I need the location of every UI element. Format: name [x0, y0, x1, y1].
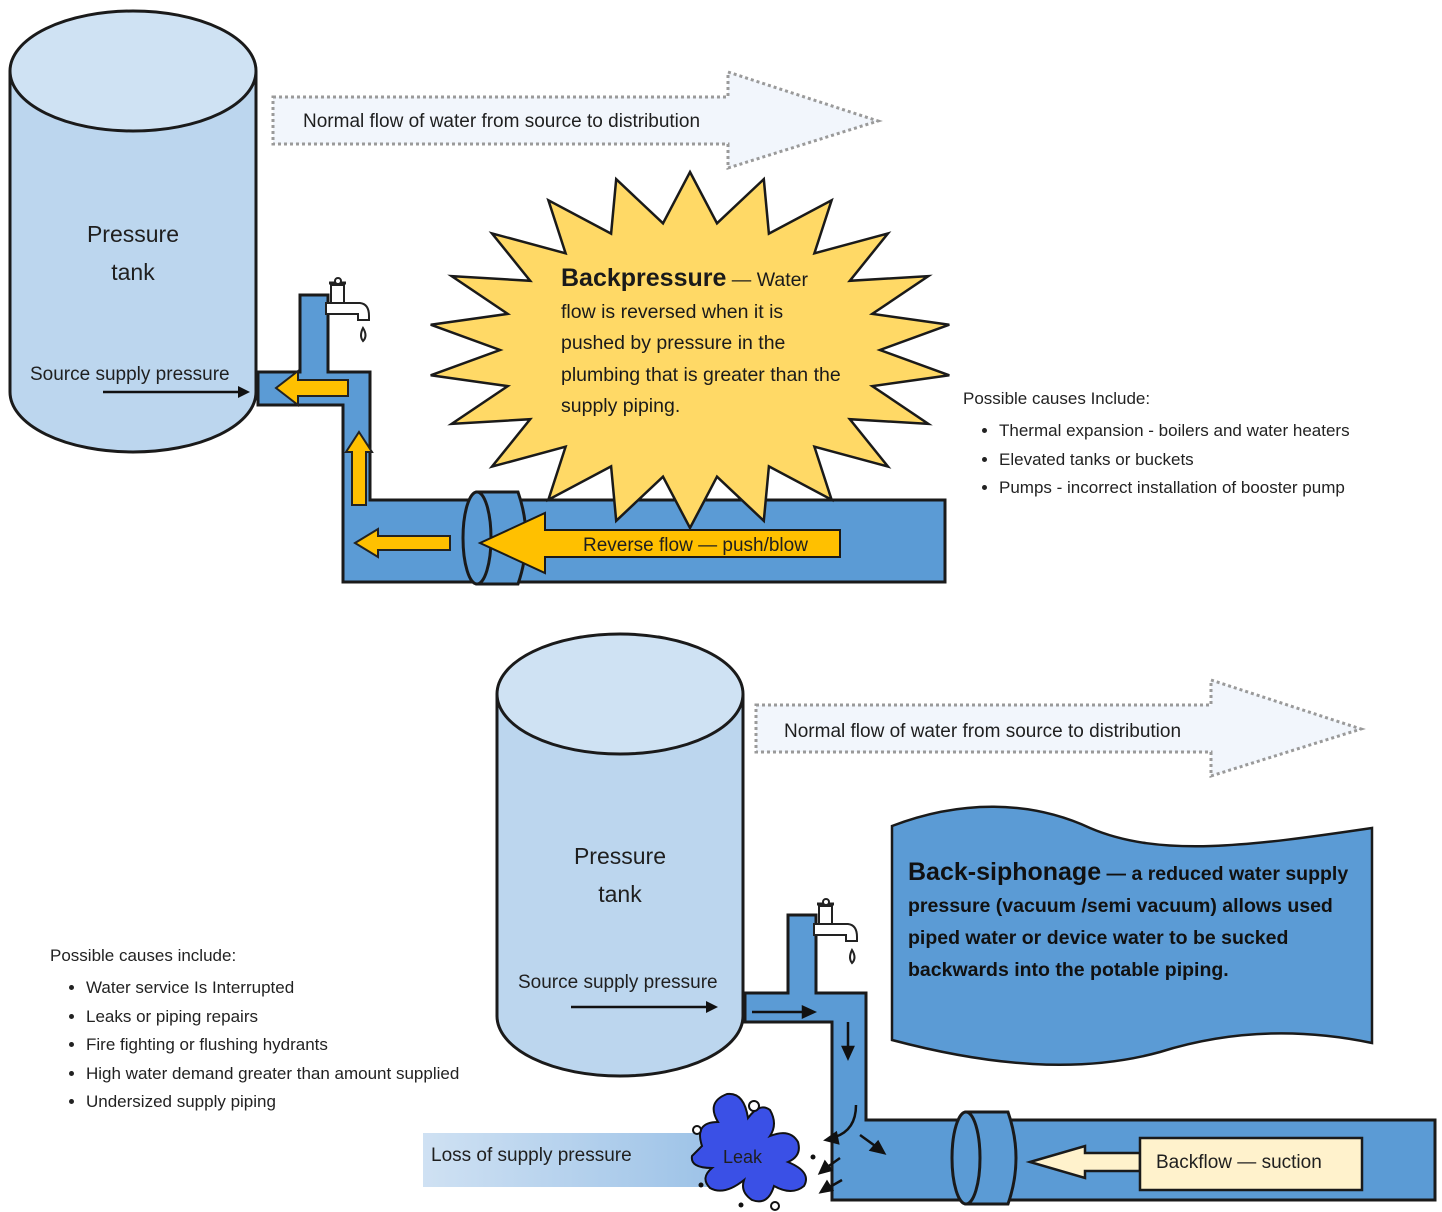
- leak-label: Leak: [723, 1147, 763, 1167]
- source-pressure-arrow-bottom: [571, 1001, 718, 1013]
- loss-pressure-label: Loss of supply pressure: [431, 1145, 632, 1166]
- tank-label-top-1: Pressure: [87, 221, 179, 247]
- backpressure-body: — Water flow is reversed when it is push…: [561, 269, 841, 417]
- backpressure-term: Backpressure: [561, 264, 727, 292]
- cause-item: High water demand greater than amount su…: [86, 1060, 459, 1089]
- reverse-flow-label: Reverse flow — push/blow: [583, 535, 808, 556]
- pressure-tank-top: [8, 9, 258, 454]
- normal-flow-label-bottom: Normal flow of water from source to dist…: [784, 721, 1181, 742]
- pressure-tank-bottom: [495, 632, 745, 1078]
- causes-list-bottom: Possible causes include: Water service I…: [50, 946, 459, 1117]
- loss-of-pressure-band: [423, 1133, 718, 1187]
- pipe-coupling-bottom: [950, 1110, 1018, 1206]
- backsiphonage-body: — a reduced water supply pressure (vacuu…: [908, 863, 1349, 981]
- pipe-network-top: [256, 293, 947, 584]
- faucet-icon-top: [325, 277, 370, 343]
- arrow-up-top: [344, 430, 374, 506]
- cause-item: Water service Is Interrupted: [86, 974, 459, 1003]
- normal-flow-label-top: Normal flow of water from source to dist…: [303, 111, 700, 132]
- normal-flow-arrow-bottom: [754, 677, 1366, 779]
- faucet-icon-bottom: [813, 898, 858, 965]
- suction-arrows: [752, 1005, 887, 1194]
- backpressure-starburst: [430, 169, 950, 531]
- cause-item: Fire fighting or flushing hydrants: [86, 1031, 459, 1060]
- cause-item: Undersized supply piping: [86, 1088, 459, 1117]
- cause-item: Elevated tanks or buckets: [999, 446, 1350, 475]
- source-pressure-label-bottom: Source supply pressure: [518, 972, 718, 993]
- backpressure-description: Backpressure — Water flow is reversed wh…: [561, 263, 841, 423]
- cause-item: Leaks or piping repairs: [86, 1003, 459, 1032]
- arrow-left-top-1: [274, 368, 349, 408]
- backsiphonage-banner: [890, 805, 1374, 1067]
- reverse-flow-arrow: [477, 511, 841, 575]
- source-pressure-arrow-top: [103, 386, 250, 398]
- tank-label-top-2: tank: [111, 259, 155, 285]
- arrow-left-top-2: [353, 527, 451, 559]
- backsiphonage-term: Back-siphonage: [908, 858, 1102, 886]
- source-pressure-label-top: Source supply pressure: [30, 364, 230, 385]
- backflow-label-box: [1138, 1136, 1364, 1192]
- tank-label-bottom-1: Pressure: [574, 843, 666, 869]
- normal-flow-arrow-top: [271, 69, 883, 171]
- pipe-network-bottom: [743, 913, 1437, 1202]
- causes-heading-top: Possible causes Include:: [963, 389, 1151, 408]
- tank-label-bottom-2: tank: [598, 881, 642, 907]
- leak-splash-icon: [690, 1092, 816, 1211]
- backflow-label: Backflow — suction: [1156, 1152, 1322, 1173]
- cause-item: Pumps - incorrect installation of booste…: [999, 474, 1350, 503]
- backsiphonage-description: Back-siphonage — a reduced water supply …: [908, 856, 1368, 986]
- causes-list-top: Possible causes Include: Thermal expansi…: [963, 389, 1350, 503]
- causes-heading-bottom: Possible causes include:: [50, 946, 237, 965]
- cause-item: Thermal expansion - boilers and water he…: [999, 417, 1350, 446]
